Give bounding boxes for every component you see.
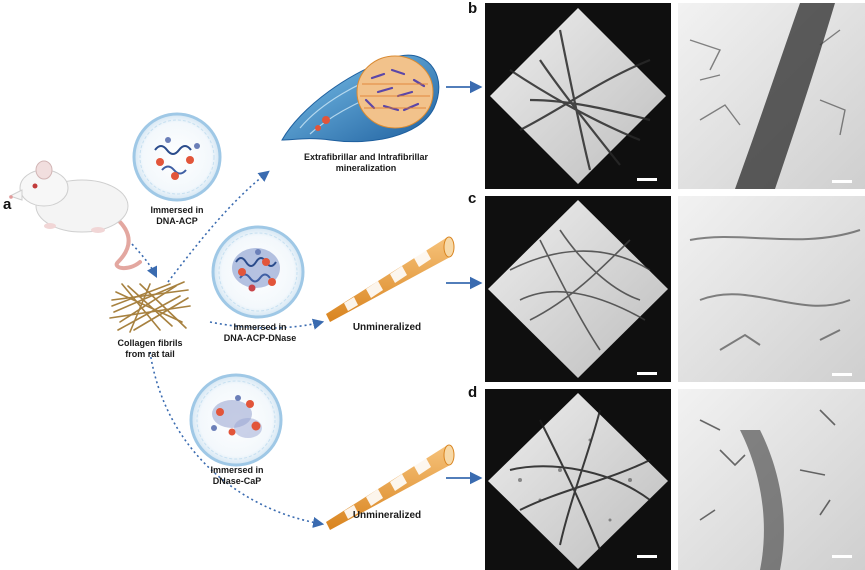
- panel-letter-d: d: [468, 384, 478, 401]
- panel-letter-c: c: [468, 190, 477, 207]
- sphere-dna-acp-dnase: [211, 225, 305, 319]
- rat-illustration: [8, 160, 142, 270]
- micrograph-b-high-mag: [678, 3, 865, 189]
- outcome-label-mineralized: Extrafibrillar and Intrafibrillar minera…: [286, 152, 446, 174]
- sphere-dna-acp: [132, 112, 222, 202]
- mineralized-fibril: [281, 54, 440, 143]
- condition-label-line1: Immersed in: [210, 465, 264, 475]
- arrow-collagen-to-dnase-cap: [149, 351, 325, 529]
- outcome-label-line1: Unmineralized: [352, 510, 422, 521]
- unmineralized-fibril-middle: [326, 236, 455, 322]
- collagen-label: Collagen fibrils from rat tail: [100, 338, 200, 360]
- process-arrows: [131, 170, 325, 529]
- sphere-dnase-cap: [189, 373, 283, 467]
- micrograph-b-low-mag: [485, 3, 671, 189]
- micrograph-d-low-mag: [485, 389, 671, 570]
- micrograph-c-low-mag: [485, 196, 671, 382]
- outcome-label-line1: Extrafibrillar and Intrafibrillar: [303, 152, 429, 162]
- condition-label-line2: DNA-ACP-DNase: [223, 333, 297, 343]
- condition-label-dna-acp-dnase: Immersed in DNA-ACP-DNase: [205, 322, 315, 344]
- micrograph-c-high-mag: [678, 196, 865, 382]
- outcome-label-line1: Unmineralized: [352, 322, 422, 333]
- collagen-fibril-bundle: [109, 281, 191, 333]
- micrograph-d-high-mag: [678, 389, 865, 570]
- condition-label-line2: DNase-CaP: [212, 476, 262, 486]
- panel-letter-b: b: [468, 0, 478, 17]
- condition-label-line2: DNA-ACP: [156, 216, 198, 226]
- condition-label-line1: Immersed in: [233, 322, 287, 332]
- condition-label-dnase-cap: Immersed in DNase-CaP: [192, 465, 282, 487]
- panel-letter-a: a: [3, 196, 12, 213]
- outcome-label-unmineralized-middle: Unmineralized: [332, 322, 442, 334]
- outcome-label-line2: mineralization: [335, 163, 397, 173]
- arrow-rat-to-collagen: [131, 243, 158, 279]
- collagen-label-line2: from rat tail: [125, 349, 175, 359]
- condition-label-line1: Immersed in: [150, 205, 204, 215]
- result-arrows: [446, 80, 483, 485]
- outcome-label-unmineralized-bottom: Unmineralized: [332, 510, 442, 522]
- condition-label-dna-acp: Immersed in DNA-ACP: [132, 205, 222, 227]
- unmineralized-fibril-bottom: [326, 444, 455, 530]
- collagen-label-line1: Collagen fibrils: [117, 338, 183, 348]
- arrow-collagen-to-dna-acp-dnase: [209, 318, 325, 330]
